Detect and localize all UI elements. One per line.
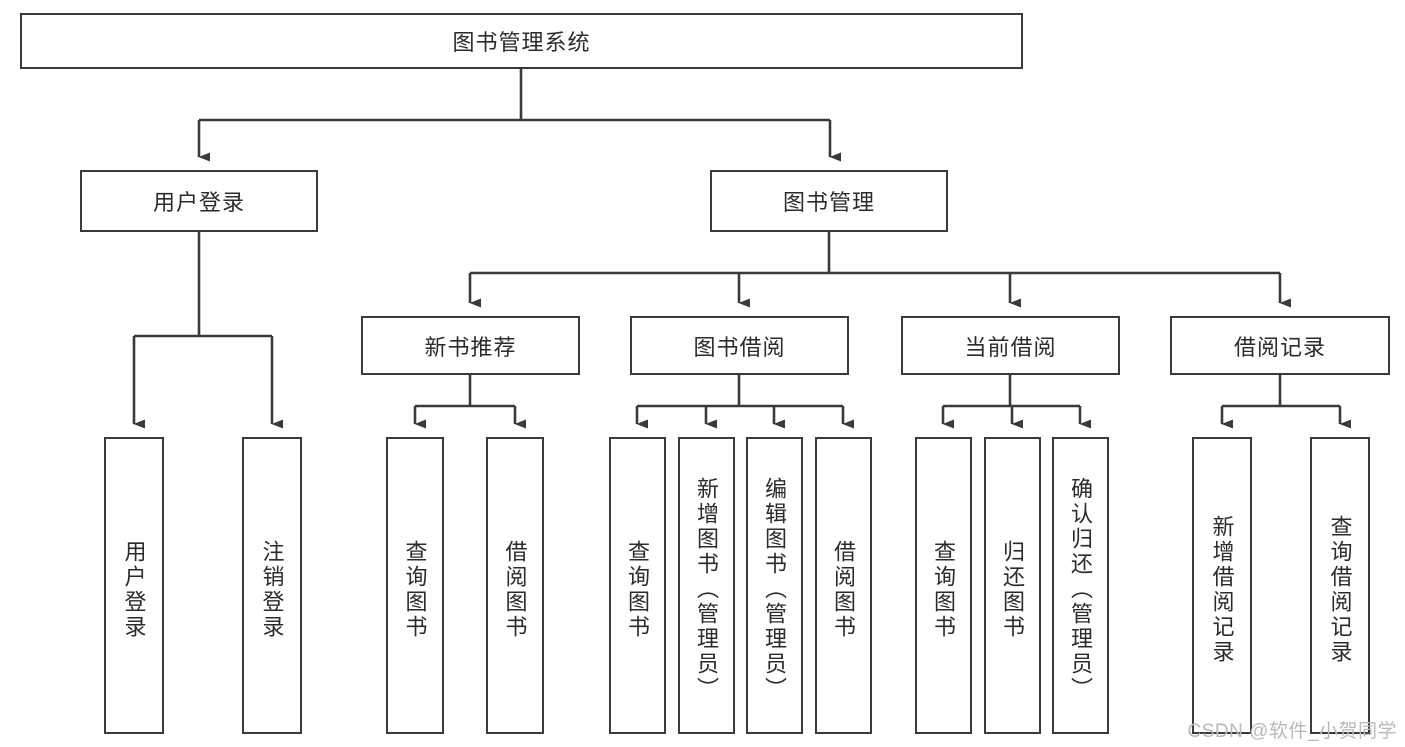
node-leaf-edit-book-admin[interactable]: 编辑图书（管理员）	[746, 437, 803, 734]
node-leaf-confirm-return-admin[interactable]: 确认归还（管理员）	[1052, 437, 1109, 734]
node-leaf-add-book-admin[interactable]: 新增图书（管理员）	[678, 437, 735, 734]
node-label: 用户登录	[152, 190, 245, 215]
node-leaf-logout-login[interactable]: 注销登录	[242, 437, 302, 734]
node-label: 借阅图书	[831, 539, 857, 640]
node-label: 注销登录	[259, 539, 285, 640]
node-leaf-add-borrow-record[interactable]: 新增借阅记录	[1192, 437, 1252, 734]
node-label: 用户登录	[121, 539, 147, 640]
node-label: 查询图书	[625, 539, 651, 640]
watermark-text: CSDN @软件_小贺同学	[1187, 721, 1397, 742]
node-label: 借阅图书	[502, 539, 528, 640]
node-book-borrow[interactable]: 图书借阅	[630, 316, 849, 375]
node-root-system[interactable]: 图书管理系统	[20, 13, 1023, 69]
node-label: 编辑图书（管理员）	[762, 477, 788, 702]
node-leaf-query-borrow-record[interactable]: 查询借阅记录	[1310, 437, 1370, 734]
node-leaf-borrow-book-2[interactable]: 借阅图书	[815, 437, 872, 734]
node-label: 借阅记录	[1233, 334, 1326, 360]
node-leaf-query-book-3[interactable]: 查询图书	[915, 437, 972, 734]
node-label: 查询图书	[402, 539, 428, 640]
node-label: 查询借阅记录	[1327, 514, 1353, 665]
node-new-book-recommend[interactable]: 新书推荐	[361, 316, 580, 375]
node-current-borrow[interactable]: 当前借阅	[901, 316, 1120, 375]
node-user-login[interactable]: 用户登录	[80, 170, 318, 232]
node-leaf-user-login[interactable]: 用户登录	[104, 437, 164, 734]
node-book-manage[interactable]: 图书管理	[710, 170, 948, 232]
node-label: 确认归还（管理员）	[1068, 477, 1094, 702]
node-label: 当前借阅	[964, 334, 1057, 360]
node-label: 新增借阅记录	[1209, 514, 1235, 665]
node-label: 归还图书	[1000, 539, 1026, 640]
node-label: 图书管理系统	[452, 30, 591, 55]
node-label: 查询图书	[931, 539, 957, 640]
node-label: 图书借阅	[693, 334, 786, 360]
node-leaf-borrow-book-1[interactable]: 借阅图书	[486, 437, 544, 734]
node-leaf-query-book-2[interactable]: 查询图书	[609, 437, 666, 734]
node-leaf-return-book[interactable]: 归还图书	[984, 437, 1041, 734]
node-label: 图书管理	[782, 190, 875, 215]
node-borrow-record[interactable]: 借阅记录	[1170, 316, 1390, 375]
node-label: 新增图书（管理员）	[694, 477, 720, 702]
node-label: 新书推荐	[424, 334, 517, 360]
node-leaf-query-book-1[interactable]: 查询图书	[386, 437, 444, 734]
